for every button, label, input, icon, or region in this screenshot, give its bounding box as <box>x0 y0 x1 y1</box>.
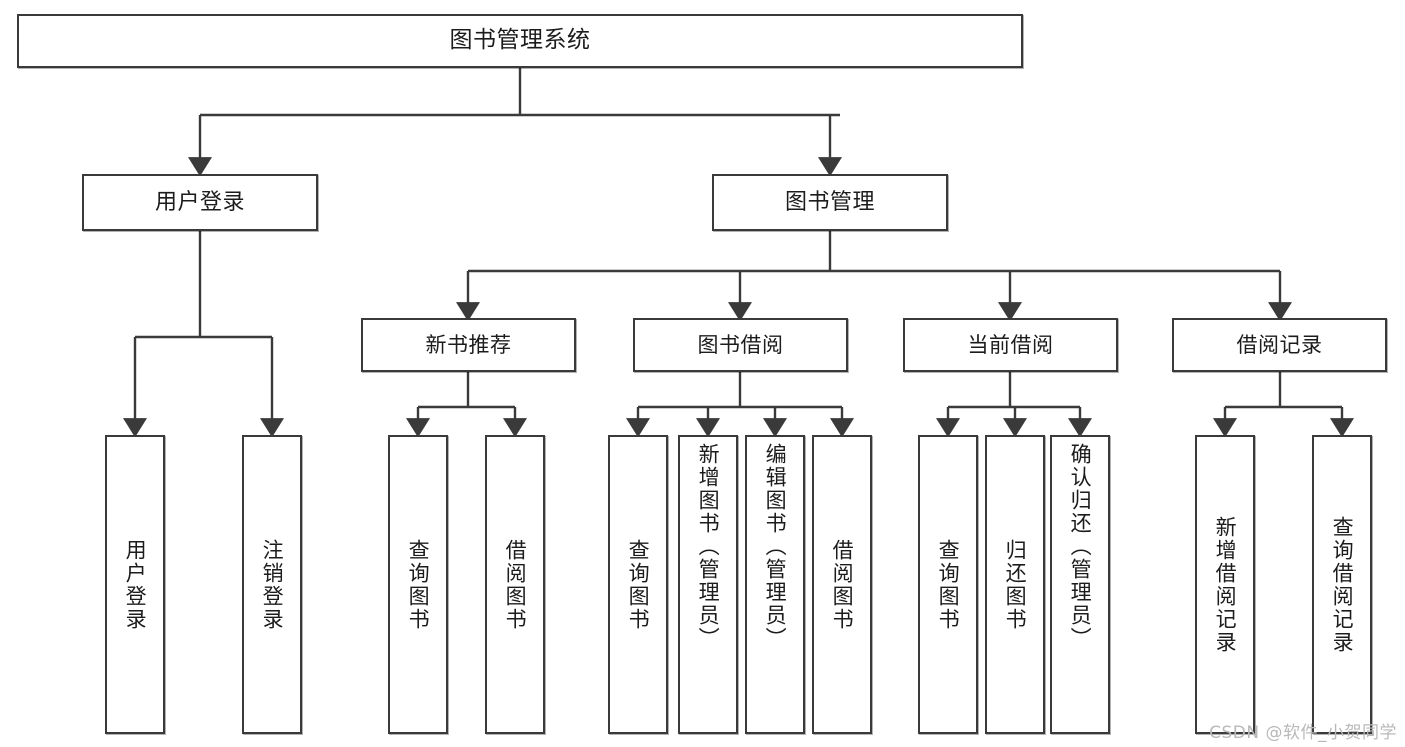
node-label: 查询图书 <box>936 538 961 631</box>
node-level2-new-book-rec[interactable]: 新书推荐 <box>361 318 576 372</box>
node-leaf-leaf-query-book-rec[interactable]: 查询图书 <box>388 435 448 734</box>
node-label: 归还图书 <box>1003 538 1028 631</box>
node-label: 当前借阅 <box>967 332 1054 357</box>
node-leaf-leaf-add-book-admin[interactable]: 新增图书（管理员） <box>678 435 738 734</box>
node-label: 借阅图书 <box>503 538 528 631</box>
node-label: 用户登录 <box>154 189 245 215</box>
node-level2-borrow-record[interactable]: 借阅记录 <box>1172 318 1387 372</box>
node-label: 新增图书（管理员） <box>696 443 721 650</box>
node-leaf-leaf-confirm-return-admin[interactable]: 确认归还（管理员） <box>1050 435 1110 734</box>
node-label: 查询图书 <box>626 538 651 631</box>
node-label: 图书管理系统 <box>449 27 591 54</box>
node-leaf-leaf-logout[interactable]: 注销登录 <box>242 435 302 734</box>
node-label: 新书推荐 <box>425 332 512 357</box>
node-label: 用户登录 <box>123 538 148 631</box>
node-label: 确认归还（管理员） <box>1068 443 1093 650</box>
node-label: 注销登录 <box>260 538 285 631</box>
node-label: 借阅记录 <box>1236 332 1323 357</box>
node-label: 编辑图书（管理员） <box>763 443 788 650</box>
node-leaf-leaf-query-book-borrow[interactable]: 查询图书 <box>608 435 668 734</box>
node-level2-book-borrow[interactable]: 图书借阅 <box>633 318 848 372</box>
node-label: 新增借阅记录 <box>1213 515 1238 654</box>
node-leaf-leaf-query-borrow-record[interactable]: 查询借阅记录 <box>1312 435 1372 734</box>
node-leaf-leaf-edit-book-admin[interactable]: 编辑图书（管理员） <box>745 435 805 734</box>
node-level1-user-login[interactable]: 用户登录 <box>82 174 318 231</box>
node-label: 借阅图书 <box>830 538 855 631</box>
node-leaf-leaf-user-login[interactable]: 用户登录 <box>105 435 165 734</box>
node-root-root[interactable]: 图书管理系统 <box>17 14 1023 68</box>
node-leaf-leaf-query-book-cur[interactable]: 查询图书 <box>918 435 978 734</box>
node-label: 图书管理 <box>784 189 875 215</box>
node-label: 查询图书 <box>406 538 431 631</box>
node-label: 图书借阅 <box>697 332 784 357</box>
node-level2-current-borrow[interactable]: 当前借阅 <box>903 318 1118 372</box>
node-leaf-leaf-borrow-book-rec[interactable]: 借阅图书 <box>485 435 545 734</box>
node-leaf-leaf-return-book[interactable]: 归还图书 <box>985 435 1045 734</box>
node-label: 查询借阅记录 <box>1330 515 1355 654</box>
node-level1-book-manage[interactable]: 图书管理 <box>712 174 948 231</box>
node-leaf-leaf-add-borrow-record[interactable]: 新增借阅记录 <box>1195 435 1255 734</box>
node-leaf-leaf-borrow-book[interactable]: 借阅图书 <box>812 435 872 734</box>
csdn-watermark: CSDN @软件_小贺同学 <box>1209 723 1397 743</box>
